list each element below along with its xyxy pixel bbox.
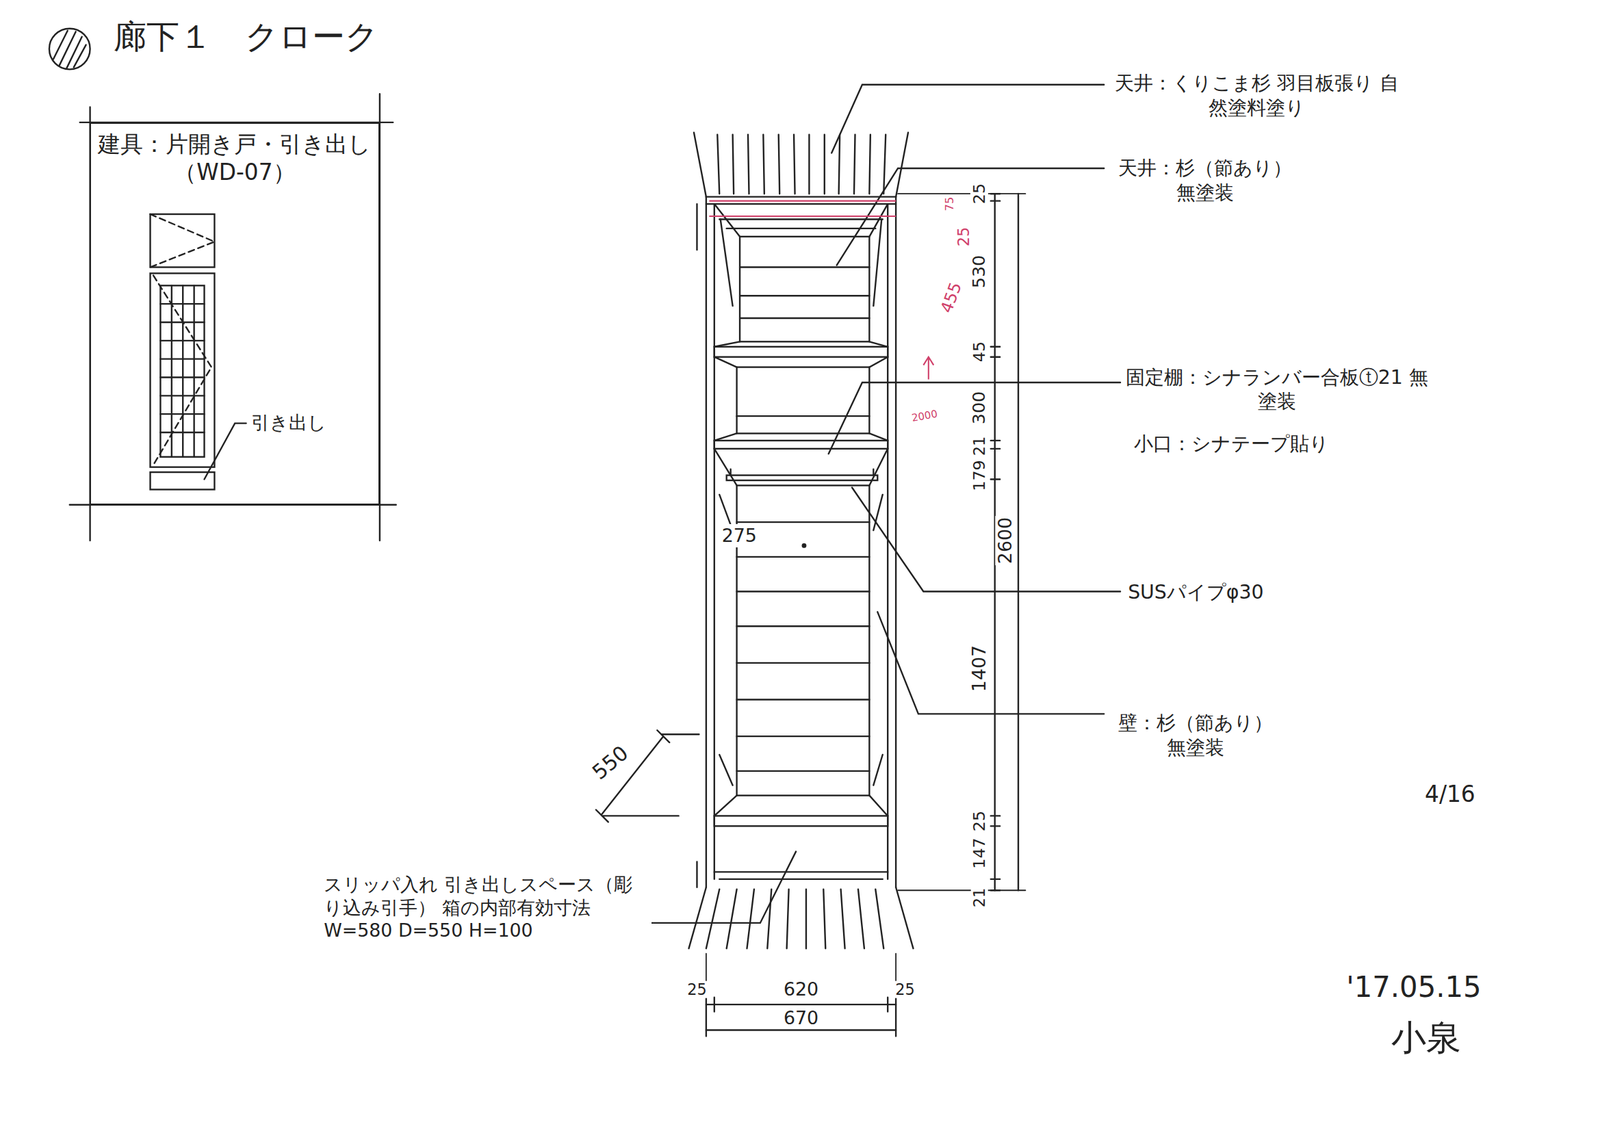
finish-note: 天井：杉（節あり） 無塗装 — [1107, 156, 1304, 205]
dimension: 25 — [970, 182, 989, 206]
dimension: 45 — [970, 340, 989, 364]
drafter-name: 小泉 — [1389, 1016, 1463, 1060]
dimension: 620 — [782, 979, 820, 1001]
dimension: 21 — [971, 886, 989, 909]
finish-note: SUSパイプφ30 — [1126, 580, 1265, 605]
red-annotation: 455 — [936, 279, 966, 318]
drawing-date: '17.05.15 — [1344, 969, 1483, 1006]
finish-note: 小口：シナテープ貼り — [1132, 431, 1331, 456]
dimension: 1407 — [969, 643, 991, 694]
fitting-code: （WD-07） — [91, 158, 378, 187]
finish-note: 固定棚：シナランバー合板ⓣ21 無塗装 — [1122, 365, 1431, 415]
dimension: 530 — [969, 253, 989, 289]
dimension: 25 — [685, 981, 708, 999]
part-label: 引き出し — [249, 411, 328, 435]
red-annotation: 75 — [943, 195, 957, 213]
red-annotation: 25 — [954, 225, 972, 248]
dimension: 21 — [971, 434, 989, 457]
dimension: 2600 — [995, 515, 1016, 566]
finish-note: 壁：杉（節あり） 無塗装 — [1107, 711, 1284, 760]
drawing-title: 廊下１ クローク — [112, 16, 380, 58]
fitting-schedule-box: 建具：片開き戸・引き出し（WD-07） — [89, 122, 380, 506]
dimension: 550 — [587, 741, 634, 785]
sheet-number: 4/16 — [1423, 780, 1477, 809]
dimension: 179 — [970, 458, 989, 493]
drawer-note: スリッパ入れ 引き出しスペース（彫り込み引手） 箱の内部有効寸法 W=580 D… — [322, 873, 652, 943]
fitting-heading: 建具：片開き戸・引き出し — [91, 130, 378, 159]
dimension: 275 — [720, 524, 759, 548]
finish-note: 天井：くりこま杉 羽目板張り 自然塗料塗り — [1107, 71, 1406, 120]
dimension: 670 — [782, 1008, 820, 1029]
dimension: 25 — [893, 981, 916, 999]
red-annotation: 2000 — [909, 408, 940, 425]
dimension: 25 — [970, 809, 989, 833]
dimension: 147 — [970, 836, 989, 871]
dimension: 300 — [969, 390, 989, 426]
